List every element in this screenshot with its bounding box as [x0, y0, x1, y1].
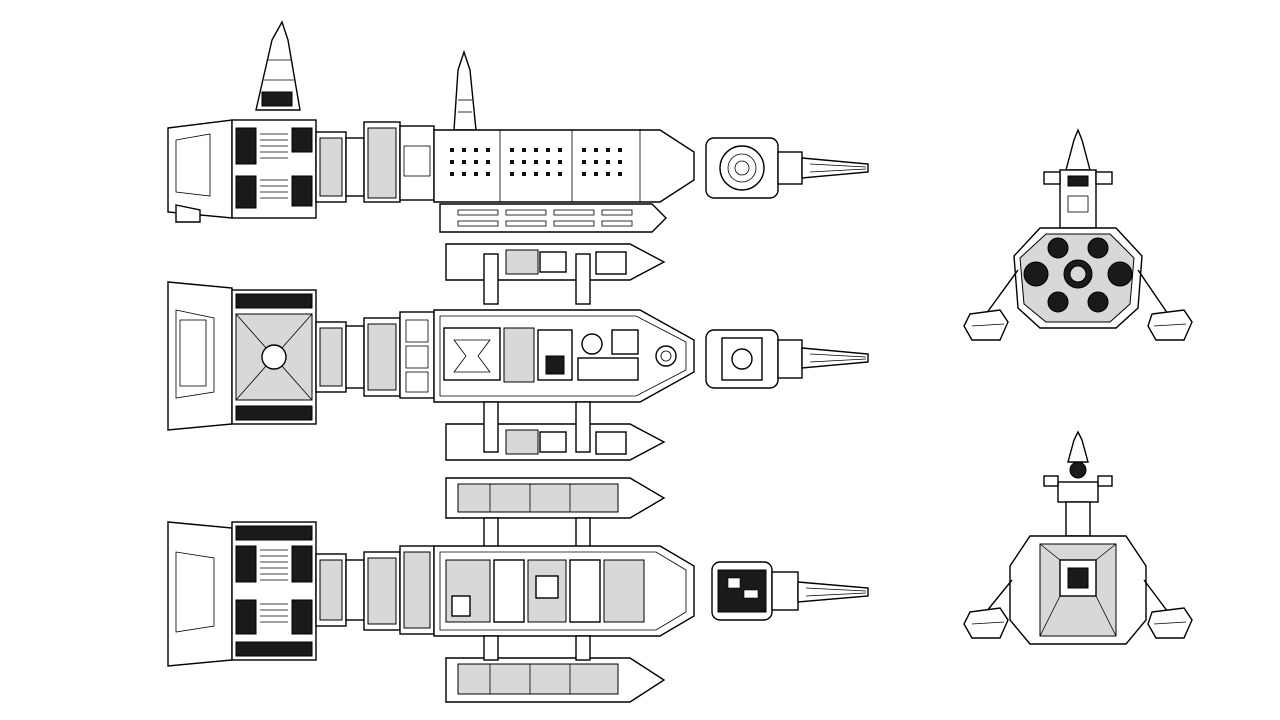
side-view — [167, 20, 869, 233]
bottom-upper-pod — [445, 477, 666, 549]
hull-windows — [450, 148, 622, 176]
main-hull — [433, 129, 695, 203]
bow-section — [705, 137, 869, 199]
front-view-right-pod — [1143, 579, 1193, 639]
bottom-view — [167, 477, 869, 703]
front-view-left-pod — [963, 579, 1013, 639]
front-view-tower — [1043, 430, 1113, 537]
connector-segments-bottom — [315, 545, 435, 635]
front-view — [963, 430, 1193, 645]
connector-segments-top — [315, 311, 435, 399]
rear-view — [963, 128, 1193, 341]
main-hull-bottom — [433, 545, 695, 637]
rear-engine-block-bottom — [167, 521, 317, 667]
bow-section-bottom — [711, 561, 869, 621]
upper-side-pod — [445, 243, 666, 305]
rear-view-tower — [1043, 128, 1113, 229]
main-hull-top — [433, 309, 695, 403]
rear-view-left-pod — [963, 269, 1019, 341]
lower-pod — [439, 203, 667, 233]
rear-view-engine-cluster — [1013, 227, 1143, 329]
bottom-lower-pod — [445, 635, 666, 703]
front-mast — [453, 49, 477, 131]
top-view — [167, 243, 869, 461]
rear-engine-block — [167, 119, 317, 223]
lower-side-pod — [445, 401, 666, 461]
rear-engine-block-top — [167, 281, 317, 431]
front-view-hull — [1009, 535, 1147, 645]
connector-segments — [315, 121, 435, 203]
bow-section-top — [705, 329, 869, 389]
rear-mast — [255, 20, 301, 111]
rear-view-right-pod — [1137, 269, 1193, 341]
